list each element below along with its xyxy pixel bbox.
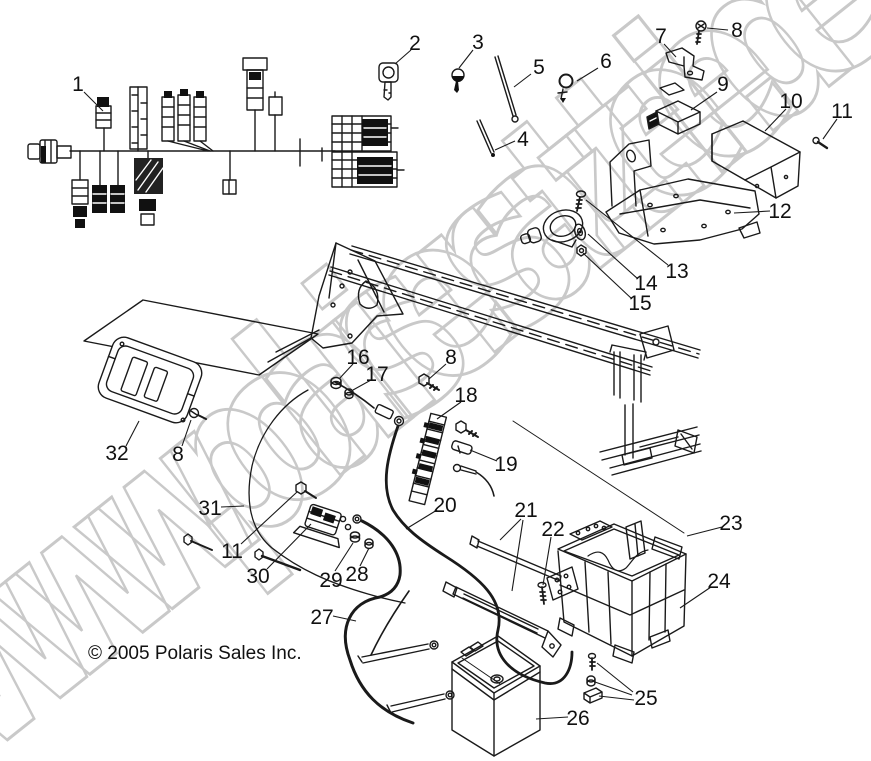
callout-20-label: 20 xyxy=(433,494,456,517)
solenoid-drawing xyxy=(519,190,587,257)
callout-23-label: 23 xyxy=(719,512,742,535)
callout-4-label: 4 xyxy=(517,128,529,151)
nut-28-drawing xyxy=(364,538,374,550)
callout-24-label: 24 xyxy=(707,570,731,593)
callout-8-left-label: 8 xyxy=(172,443,184,466)
retainer-clip-drawing xyxy=(557,73,574,103)
callout-13-label: 13 xyxy=(665,260,688,283)
mounting-screw-11-drawing xyxy=(812,136,829,150)
decal-23-drawing xyxy=(651,536,683,560)
panel-curve-drawing xyxy=(248,389,406,604)
ground-cable-drawing xyxy=(344,514,415,725)
ignition-key-drawing xyxy=(378,62,399,101)
relay-drawing xyxy=(646,100,701,135)
frame-drawing xyxy=(267,242,702,534)
rod-long-drawing xyxy=(494,55,519,123)
screw-8-top-drawing xyxy=(695,20,707,45)
battery-box-drawing xyxy=(546,520,687,664)
callout-27-label: 27 xyxy=(310,606,333,629)
callout-2-label: 2 xyxy=(409,32,421,55)
callout-17-label: 17 xyxy=(365,363,388,386)
callout-8-mid-label: 8 xyxy=(445,346,457,369)
callout-8-top-label: 8 xyxy=(731,19,743,42)
ecu-module-drawing xyxy=(83,299,319,424)
callout-28-label: 28 xyxy=(345,563,368,586)
callout-5-label: 5 xyxy=(533,56,545,79)
callout-11-top-label: 11 xyxy=(831,100,853,123)
cable-stub-terminals-drawing xyxy=(357,640,455,714)
ring-terminal-19-drawing xyxy=(452,463,495,497)
strap-bolt-22-drawing xyxy=(537,581,547,605)
fuse-block-drawing xyxy=(408,412,448,506)
starter-solenoid-drawing xyxy=(292,503,352,549)
copyright-text: © 2005 Polaris Sales Inc. xyxy=(88,643,302,664)
positive-cable-drawing xyxy=(334,381,574,685)
nut-29-drawing xyxy=(349,531,361,543)
callout-1-label: 1 xyxy=(72,73,84,96)
solenoid-mounting-bolts-drawing xyxy=(183,533,302,572)
callout-29-label: 29 xyxy=(319,569,342,592)
callout-9-label: 9 xyxy=(717,73,729,96)
callout-25-label: 25 xyxy=(634,687,657,710)
callout-6-label: 6 xyxy=(600,50,612,73)
callout-26-label: 26 xyxy=(566,707,589,730)
callout-18-label: 18 xyxy=(454,384,477,407)
callout-12-label: 12 xyxy=(768,200,791,223)
callout-10-label: 10 xyxy=(779,90,802,113)
callout-32-label: 32 xyxy=(105,442,128,465)
callout-30-label: 30 xyxy=(246,565,269,588)
callout-19-label: 19 xyxy=(494,453,517,476)
battery-strap-lower-drawing xyxy=(442,581,562,658)
bolt-8-mid-drawing xyxy=(418,373,440,391)
callout-21-label: 21 xyxy=(514,499,537,522)
rod-short-drawing xyxy=(476,119,495,157)
callout-22-label: 22 xyxy=(541,518,564,541)
cover-panel-drawing xyxy=(711,120,801,199)
solenoid-screw-11-drawing xyxy=(295,481,317,499)
battery-drawing xyxy=(451,635,541,757)
ecu-screw-drawing xyxy=(188,407,207,420)
callout-14-label: 14 xyxy=(634,272,658,295)
callout-15-label: 15 xyxy=(628,292,651,315)
mounting-plate-drawing xyxy=(605,139,761,245)
callout-3-label: 3 xyxy=(472,31,484,54)
callout-11-mid-label: 11 xyxy=(221,540,243,563)
flange-nut-16-drawing xyxy=(330,376,342,390)
callout-7-label: 7 xyxy=(655,25,667,48)
bracket-drawing xyxy=(659,47,705,96)
callout-labels: 1 2 3 5 4 6 7 8 9 10 11 12 13 14 15 16 1… xyxy=(72,19,853,730)
wiring-harness-drawing xyxy=(27,57,405,228)
callout-31-label: 31 xyxy=(198,497,221,520)
callout-leader-lines xyxy=(83,27,838,720)
callout-16-label: 16 xyxy=(346,346,369,369)
terminal-hardware-25-drawing xyxy=(583,652,603,704)
push-clip-drawing xyxy=(451,68,465,93)
